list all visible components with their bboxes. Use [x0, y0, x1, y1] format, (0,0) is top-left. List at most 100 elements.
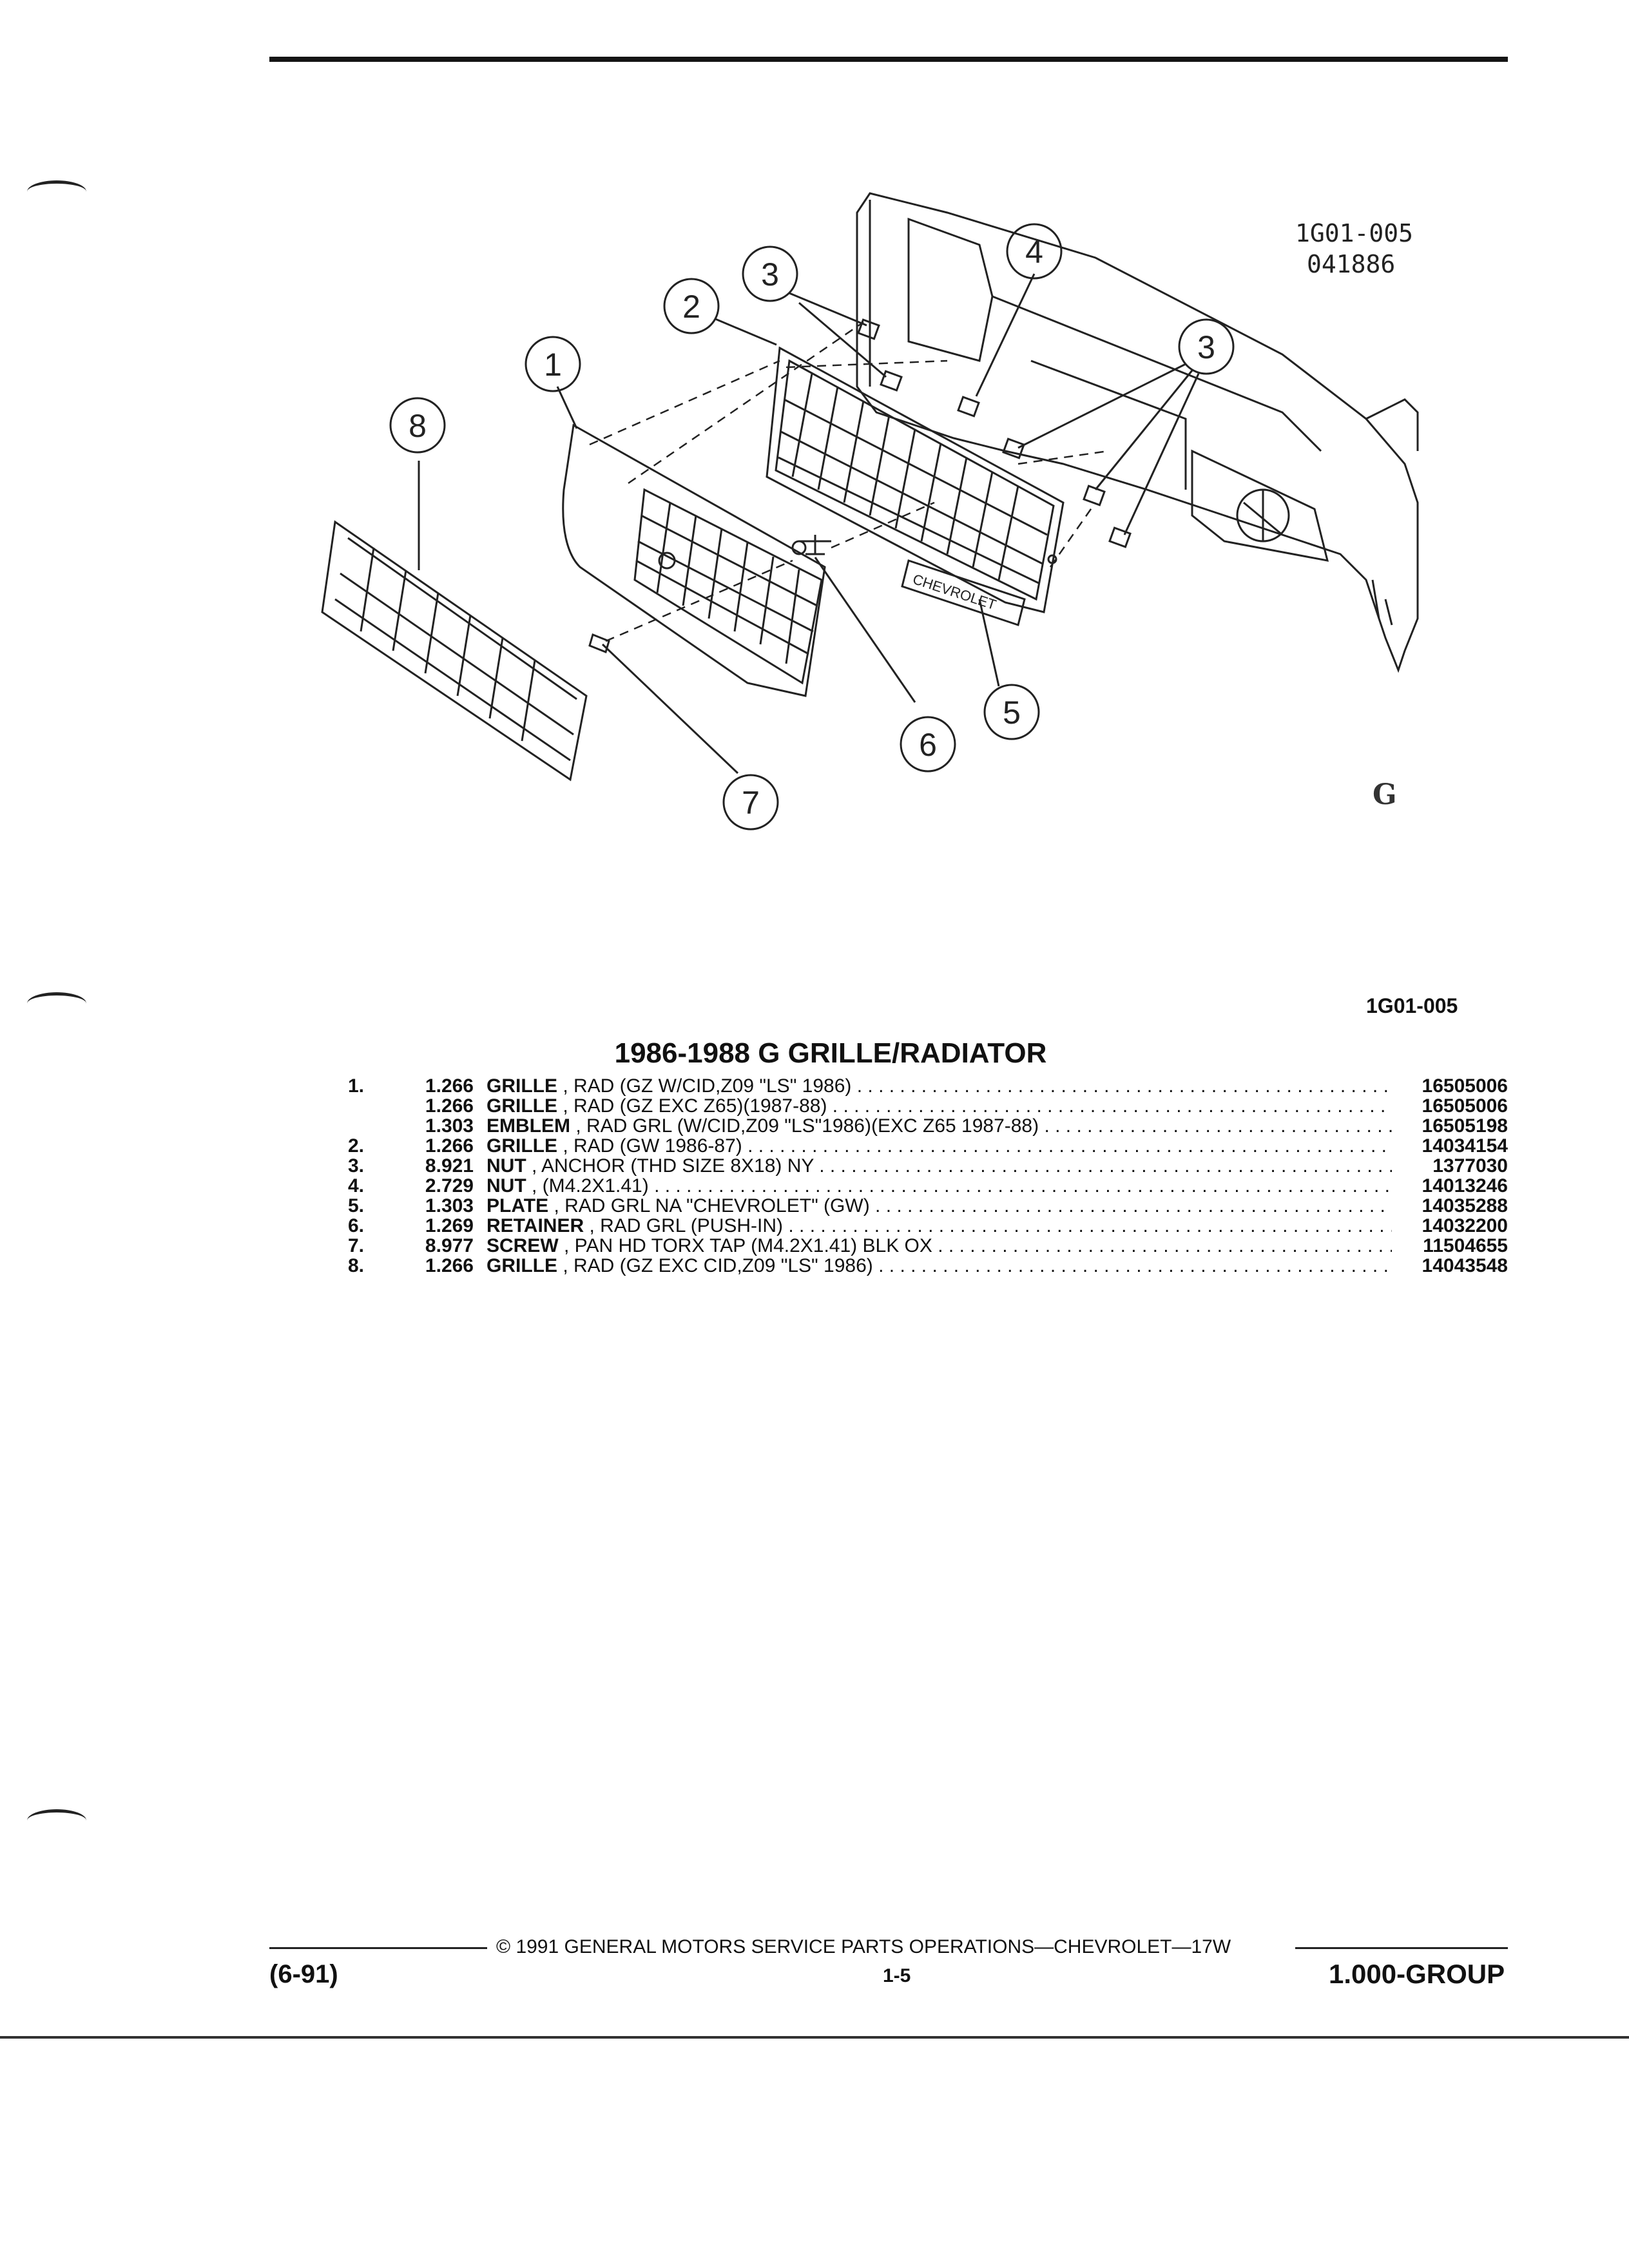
part-number: 16505006 [1422, 1075, 1508, 1097]
part-number: 14013246 [1422, 1175, 1508, 1196]
item-number: 6. [348, 1215, 365, 1236]
leader-lines [418, 273, 1200, 774]
grille-gz-exc-cid [321, 520, 588, 782]
group-code: 1.266 [425, 1135, 474, 1157]
callout-7: 7 [742, 785, 760, 821]
parts-row: 1. 1.266 GRILLE , RAD (GZ W/CID,Z09 "LS" 1… [348, 1076, 1508, 1096]
group-code: 1.266 [425, 1095, 474, 1117]
group-code: 1.266 [425, 1255, 474, 1276]
parts-row: 6. 1.269 RETAINER , RAD GRL (PUSH-IN) 14032… [348, 1216, 1508, 1236]
part-details: , PAN HD TORX TAP (M4.2X1.41) BLK OX [558, 1236, 932, 1256]
chevrolet-plate: CHEVROLET [901, 559, 1026, 626]
part-details: , (M4.2X1.41) [526, 1176, 649, 1196]
part-description: GRILLE , RAD (GZ W/CID,Z09 "LS" 1986) [487, 1076, 1392, 1096]
screw [588, 633, 610, 654]
top-rule [269, 57, 1508, 62]
group-number: 1.000-GROUP [1329, 1959, 1505, 1989]
callout-8: 8 [409, 408, 427, 444]
callout-1: 1 [544, 347, 562, 383]
section-title: 1986-1988 G GRILLE/RADIATOR [614, 1037, 1047, 1069]
bottom-rule [0, 2036, 1629, 2039]
parts-row: 2. 1.266 GRILLE , RAD (GW 1986-87) 14034154 [348, 1136, 1508, 1156]
group-code: 1.266 [425, 1075, 474, 1097]
publisher-logo: G [1373, 778, 1396, 811]
footer-rule-right [1295, 1947, 1508, 1949]
part-name: GRILLE [487, 1136, 557, 1156]
group-code: 1.303 [425, 1115, 474, 1137]
part-description: NUT , (M4.2X1.41) [487, 1176, 1392, 1196]
revision-date: (6-91) [269, 1960, 338, 1988]
part-details: , RAD (GZ W/CID,Z09 "LS" 1986) [557, 1076, 852, 1096]
item-number: 4. [348, 1175, 365, 1196]
parts-row: 8. 1.266 GRILLE , RAD (GZ EXC CID,Z09 "LS"… [348, 1256, 1508, 1276]
group-code: 8.977 [425, 1235, 474, 1256]
part-number: 16505006 [1422, 1095, 1508, 1117]
parts-row: 1.303 EMBLEM , RAD GRL (W/CID,Z09 "LS"198… [348, 1116, 1508, 1136]
footer-rule-left [269, 1947, 487, 1949]
part-description: PLATE , RAD GRL NA "CHEVROLET" (GW) [487, 1196, 1392, 1216]
part-name: EMBLEM [487, 1116, 570, 1136]
part-description: SCREW , PAN HD TORX TAP (M4.2X1.41) BLK … [487, 1236, 1392, 1256]
figure-reference: 1G01-005 [1366, 994, 1458, 1017]
part-description: EMBLEM , RAD GRL (W/CID,Z09 "LS"1986)(EX… [487, 1116, 1392, 1136]
part-description: NUT , ANCHOR (THD SIZE 8X18) NY [487, 1156, 1392, 1176]
binder-hole-mark [27, 180, 86, 203]
part-details: , RAD (GW 1986-87) [557, 1136, 742, 1156]
part-number: 14043548 [1422, 1255, 1508, 1276]
group-code: 1.269 [425, 1215, 474, 1236]
binder-hole-mark [27, 1809, 86, 1832]
item-number: 5. [348, 1195, 365, 1216]
grille-gw [766, 346, 1065, 613]
part-details: , RAD (GZ EXC CID,Z09 "LS" 1986) [557, 1256, 873, 1276]
item-number: 3. [348, 1155, 365, 1177]
callout-5: 5 [1003, 695, 1021, 731]
item-number: 8. [348, 1255, 365, 1276]
retainer [791, 535, 831, 555]
part-number: 1377030 [1432, 1155, 1508, 1177]
part-name: GRILLE [487, 1076, 557, 1096]
group-code: 1.303 [425, 1195, 474, 1216]
callout-6: 6 [919, 727, 937, 763]
parts-row: 1.266 GRILLE , RAD (GZ EXC Z65)(1987-88) 1… [348, 1096, 1508, 1116]
part-description: GRILLE , RAD (GZ EXC CID,Z09 "LS" 1986) [487, 1256, 1392, 1276]
part-name: PLATE [487, 1196, 549, 1216]
part-number: 14035288 [1422, 1195, 1508, 1216]
item-number: 2. [348, 1135, 365, 1157]
figure-date-code: 041886 [1307, 250, 1396, 278]
callout-3-right: 3 [1197, 329, 1215, 365]
part-details: , RAD GRL NA "CHEVROLET" (GW) [548, 1196, 870, 1216]
callout-2: 2 [682, 289, 700, 325]
part-name: NUT [487, 1156, 526, 1176]
group-code: 2.729 [425, 1175, 474, 1196]
part-name: GRILLE [487, 1256, 557, 1276]
part-description: GRILLE , RAD (GZ EXC Z65)(1987-88) [487, 1096, 1392, 1116]
grille-gz [562, 423, 826, 697]
part-number: 11504655 [1423, 1235, 1508, 1256]
part-name: NUT [487, 1176, 526, 1196]
parts-row: 4. 2.729 NUT , (M4.2X1.41) 14013246 [348, 1176, 1508, 1196]
part-details: , RAD (GZ EXC Z65)(1987-88) [557, 1096, 827, 1116]
part-details: , RAD GRL (PUSH-IN) [584, 1216, 784, 1236]
figure-code: 1G01-005 [1295, 219, 1414, 247]
part-name: GRILLE [487, 1096, 557, 1116]
part-description: GRILLE , RAD (GW 1986-87) [487, 1136, 1392, 1156]
callout-4: 4 [1025, 234, 1043, 270]
part-number: 14032200 [1422, 1215, 1508, 1236]
binder-hole-mark [27, 992, 86, 1015]
part-description: RETAINER , RAD GRL (PUSH-IN) [487, 1216, 1392, 1236]
part-name: RETAINER [487, 1216, 584, 1236]
vehicle-front-end [856, 192, 1419, 673]
assembly-guide-lines [589, 321, 1109, 642]
part-number: 14034154 [1422, 1135, 1508, 1157]
callout-circles [389, 223, 1235, 831]
callout-3-left: 3 [761, 256, 779, 293]
part-name: SCREW [487, 1236, 559, 1256]
exploded-grille-diagram: CHEVROLET [321, 192, 1419, 831]
part-details: , ANCHOR (THD SIZE 8X18) NY [526, 1156, 814, 1176]
item-number: 1. [348, 1075, 365, 1097]
page-number: 1-5 [883, 1965, 911, 1986]
anchor-nuts [857, 318, 1132, 548]
